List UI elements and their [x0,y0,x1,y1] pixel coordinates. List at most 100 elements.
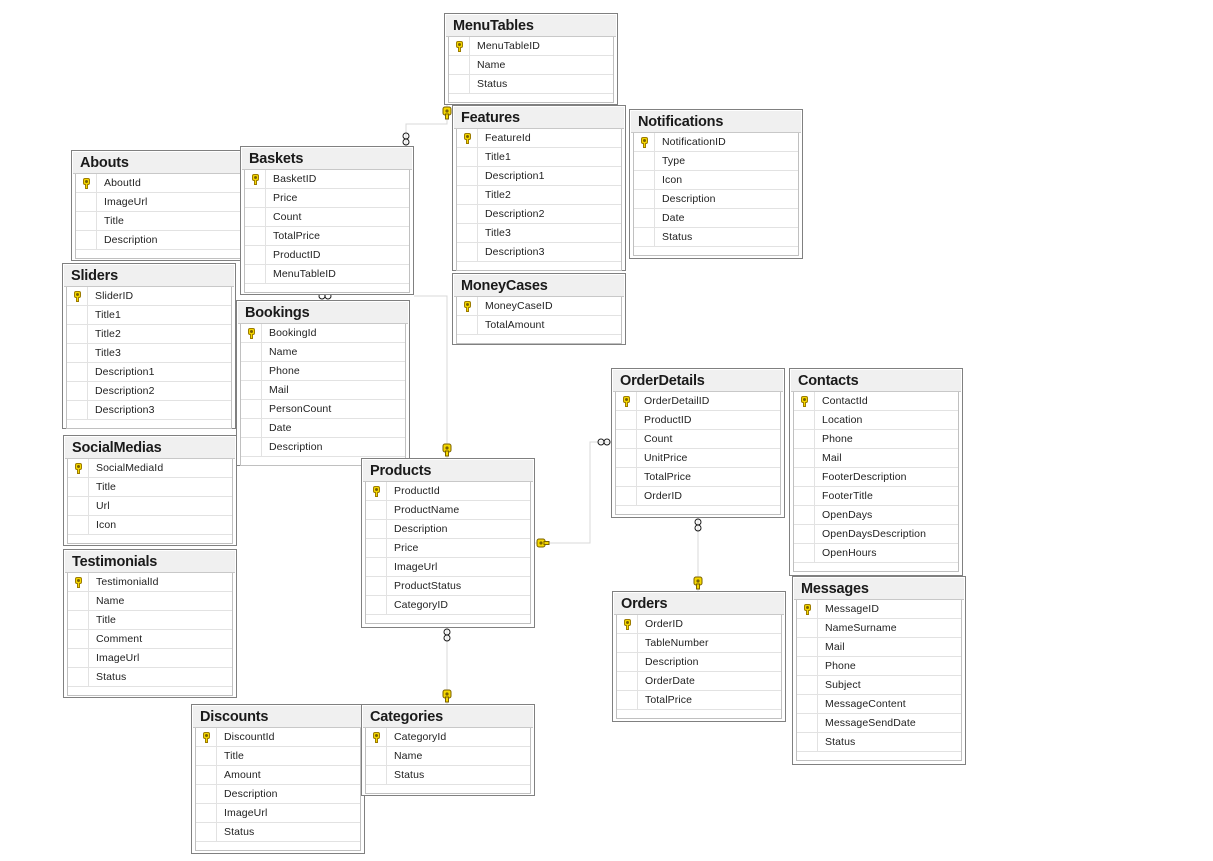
column-row[interactable]: OpenHours [794,544,958,563]
column-row[interactable]: Mail [797,638,961,657]
column-row[interactable]: Count [245,208,409,227]
column-row[interactable]: NameSurname [797,619,961,638]
column-row[interactable]: ProductID [245,246,409,265]
column-row[interactable]: Date [634,209,798,228]
column-row[interactable]: UnitPrice [616,449,780,468]
column-row[interactable]: Description [76,231,240,250]
column-row[interactable]: Title [68,611,232,630]
column-row[interactable]: Url [68,497,232,516]
column-row[interactable]: Description1 [457,167,621,186]
column-row[interactable]: Title [68,478,232,497]
column-row[interactable]: BookingId [241,324,405,343]
column-row[interactable]: MenuTableID [245,265,409,284]
column-row[interactable]: Status [634,228,798,247]
column-row[interactable]: Description3 [457,243,621,262]
column-row[interactable]: OpenDaysDescription [794,525,958,544]
column-row[interactable]: OpenDays [794,506,958,525]
column-row[interactable]: Icon [68,516,232,535]
column-row[interactable]: Status [196,823,360,842]
column-row[interactable]: Description [366,520,530,539]
column-row[interactable]: Mail [794,449,958,468]
column-row[interactable]: FeatureId [457,129,621,148]
column-row[interactable]: Subject [797,676,961,695]
column-row[interactable]: OrderID [617,615,781,634]
column-row[interactable]: TotalAmount [457,316,621,335]
column-row[interactable]: Status [366,766,530,785]
column-row[interactable]: Title2 [457,186,621,205]
column-row[interactable]: MenuTableID [449,37,613,56]
column-row[interactable]: Count [616,430,780,449]
column-row[interactable]: Description3 [67,401,231,420]
column-row[interactable]: MoneyCaseID [457,297,621,316]
column-row[interactable]: Title2 [67,325,231,344]
column-row[interactable]: Location [794,411,958,430]
column-row[interactable]: ProductId [366,482,530,501]
column-row[interactable]: TableNumber [617,634,781,653]
column-row[interactable]: Type [634,152,798,171]
column-row[interactable]: SocialMediaId [68,459,232,478]
column-row[interactable]: TotalPrice [616,468,780,487]
column-row[interactable]: Price [366,539,530,558]
column-row[interactable]: OrderID [616,487,780,506]
column-row[interactable]: TestimonialId [68,573,232,592]
column-row[interactable]: CategoryID [366,596,530,615]
column-row[interactable]: FooterDescription [794,468,958,487]
column-row[interactable]: Icon [634,171,798,190]
column-row[interactable]: ImageUrl [68,649,232,668]
column-row[interactable]: PersonCount [241,400,405,419]
column-row[interactable]: ProductID [616,411,780,430]
column-row[interactable]: Title [196,747,360,766]
column-row[interactable]: Title3 [67,344,231,363]
column-row[interactable]: Price [245,189,409,208]
column-row[interactable]: AboutId [76,174,240,193]
column-row[interactable]: SliderID [67,287,231,306]
column-row[interactable]: MessageSendDate [797,714,961,733]
relationship-rel-menutables-baskets[interactable] [402,104,452,146]
relationship-rel-products-orderdetails[interactable] [535,438,611,548]
column-row[interactable]: Name [449,56,613,75]
column-row[interactable]: Description2 [67,382,231,401]
column-row[interactable]: CategoryId [366,728,530,747]
column-row[interactable]: Title1 [457,148,621,167]
column-row[interactable]: Phone [794,430,958,449]
column-row[interactable]: Status [68,668,232,687]
column-row[interactable]: MessageContent [797,695,961,714]
column-row[interactable]: Title1 [67,306,231,325]
column-row[interactable]: Phone [241,362,405,381]
column-row[interactable]: Status [449,75,613,94]
column-row[interactable]: ContactId [794,392,958,411]
column-row[interactable]: MessageID [797,600,961,619]
column-row[interactable]: Description [617,653,781,672]
column-row[interactable]: ProductStatus [366,577,530,596]
column-row[interactable]: Description1 [67,363,231,382]
column-row[interactable]: ImageUrl [76,193,240,212]
column-row[interactable]: ImageUrl [366,558,530,577]
column-row[interactable]: Name [68,592,232,611]
column-row[interactable]: Title3 [457,224,621,243]
column-row[interactable]: NotificationID [634,133,798,152]
column-row[interactable]: BasketID [245,170,409,189]
column-row[interactable]: Description2 [457,205,621,224]
column-row[interactable]: Mail [241,381,405,400]
column-row[interactable]: DiscountId [196,728,360,747]
column-row[interactable]: Phone [797,657,961,676]
column-row[interactable]: Date [241,419,405,438]
column-row[interactable]: Comment [68,630,232,649]
column-row[interactable]: ImageUrl [196,804,360,823]
